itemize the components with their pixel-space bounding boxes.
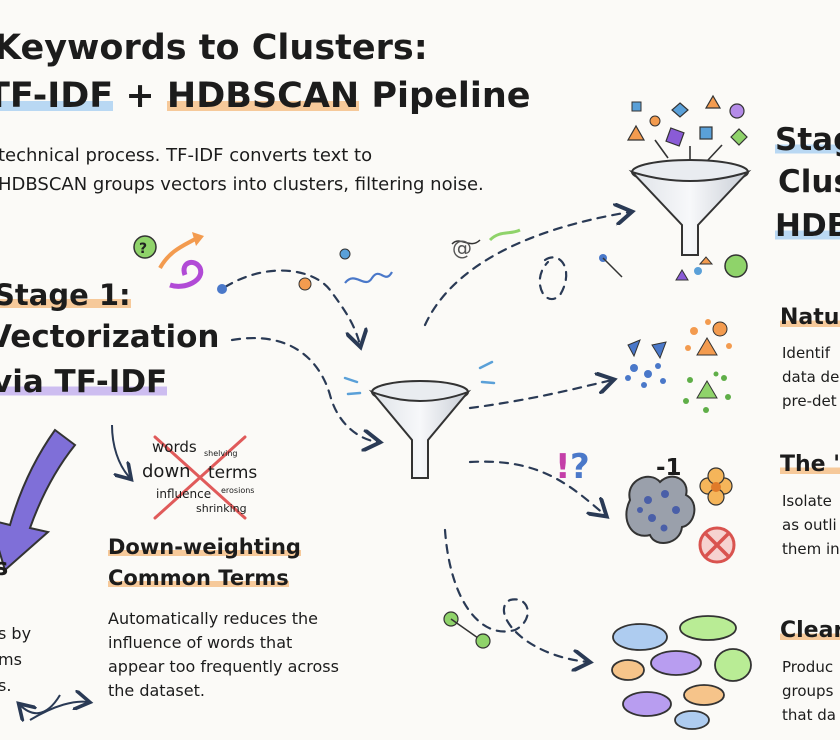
natural-desc-line: data de — [782, 368, 840, 386]
downweight-heading-line2: Common Terms — [108, 566, 289, 590]
flow-arrow-5 — [468, 460, 605, 515]
flower-icon — [699, 467, 733, 506]
flow-arrow-3 — [423, 212, 630, 327]
flow-arrow-4 — [468, 380, 612, 410]
x-circle-icon — [698, 526, 736, 564]
svg-text:?: ? — [139, 241, 147, 257]
left-desc-line2: ms — [0, 650, 22, 669]
clear-desc-line: that da — [782, 706, 836, 724]
natural-clusters-icon — [625, 319, 732, 413]
left-section-label: s — [0, 553, 9, 581]
stage1-title-line1: Vectorization — [0, 319, 220, 355]
left-desc-line3: s. — [0, 676, 12, 695]
word-cloud-word: shelving — [204, 449, 238, 458]
word-cloud-word: down — [142, 461, 191, 482]
flow-arrow-loop — [538, 256, 568, 301]
clear-groups-heading: Clear — [780, 618, 840, 643]
page-title-line2: TF-IDF + HDBSCAN Pipeline — [0, 76, 531, 116]
svg-text:?: ? — [570, 447, 590, 487]
downweight-desc-line: Automatically reduces the — [108, 609, 318, 628]
word-cloud-word: influence — [156, 487, 212, 501]
funnel-with-shapes-icon — [626, 94, 752, 281]
stage1-title-line2: via TF-IDF — [0, 364, 168, 400]
noise-label: -1 — [656, 455, 682, 481]
downweight-heading-line1: Down-weighting — [108, 535, 301, 559]
svg-text:!: ! — [555, 447, 571, 487]
word-cloud-word: words — [152, 438, 197, 456]
left-desc-line1: s by — [0, 624, 32, 643]
stage1-label: Stage 1: — [0, 278, 131, 312]
flow-arrow-2 — [230, 337, 378, 442]
flow-arrow-6 — [443, 528, 588, 662]
speech-bubbles-icon — [611, 615, 752, 730]
squiggle-doodle — [344, 271, 393, 284]
title-pipeline: Pipeline — [359, 76, 531, 116]
red-x-mark — [153, 435, 247, 520]
intro-line1: technical process. TF-IDF converts text … — [0, 145, 373, 166]
big-purple-arrow — [0, 428, 77, 572]
flow-dot-orange — [298, 277, 312, 291]
noise-desc-line: them in — [782, 540, 840, 558]
stage2-label: Stag — [775, 122, 840, 158]
stage2-title-line1: Clus — [778, 164, 840, 200]
natural-clusters-heading: Natur — [780, 305, 840, 330]
word-cloud-word: shrinking — [196, 502, 247, 515]
natural-desc-line: pre-det — [782, 392, 837, 410]
flow-arrow-1 — [223, 269, 360, 345]
stage2-title-line2: HDB — [775, 208, 840, 244]
natural-desc-line: Identif — [782, 344, 831, 362]
noise-desc-line: as outli — [782, 516, 837, 534]
title-plus: + — [113, 76, 167, 116]
page-title-line1: Keywords to Clusters: — [0, 28, 428, 68]
noise-heading: The " — [780, 452, 840, 477]
funnel-icon — [368, 380, 472, 479]
intro-line2: HDBSCAN groups vectors into clusters, fi… — [0, 174, 484, 195]
word-cloud-word: erosions — [221, 486, 255, 495]
clear-desc-line: groups — [782, 682, 834, 700]
clear-desc-line: Produc — [782, 658, 834, 676]
flow-dot-blue — [217, 284, 227, 294]
downweight-desc-line: the dataset. — [108, 681, 205, 700]
title-tfidf: TF-IDF — [0, 76, 114, 116]
word-cloud-word: terms — [208, 463, 258, 483]
downweight-desc-line: influence of words that — [108, 633, 293, 652]
noise-blob-icon — [625, 475, 696, 544]
svg-text:@: @ — [452, 236, 472, 260]
noise-desc-line: Isolate — [782, 492, 832, 510]
title-hdbscan: HDBSCAN — [166, 76, 360, 116]
question-mark-icon: ? — [133, 232, 204, 289]
downweight-desc-line: appear too frequently across — [108, 657, 339, 676]
exclaim-question-icon: ! ? — [555, 447, 590, 487]
